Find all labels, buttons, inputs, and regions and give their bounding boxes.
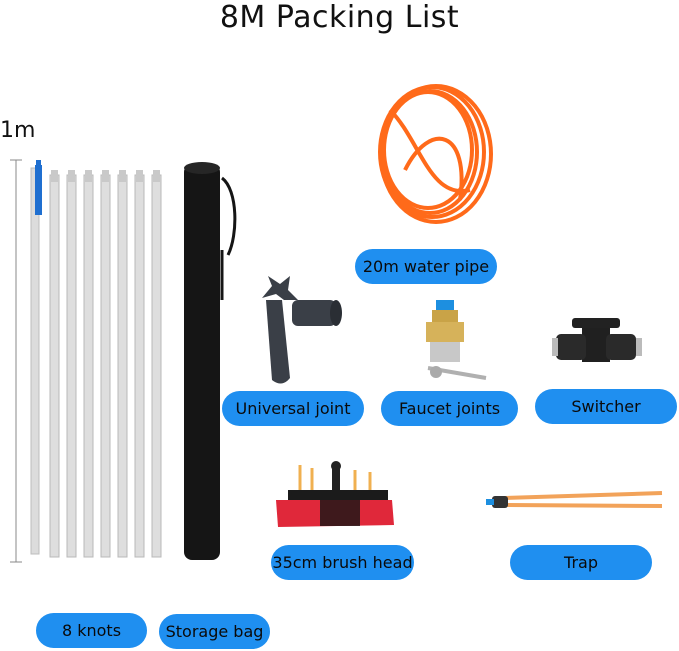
water-pipe-label: 20m water pipe	[355, 249, 497, 284]
scale-label: 1m	[0, 118, 36, 143]
switcher-label: Switcher	[535, 389, 677, 424]
storage-bag-image	[184, 162, 237, 560]
universal-joint-image	[262, 276, 342, 384]
pole-sections	[30, 160, 162, 558]
faucet-joint-image	[426, 300, 487, 380]
page-title: 8M Packing List	[219, 0, 460, 35]
water-pipe-image	[378, 84, 493, 224]
trap-image	[486, 491, 663, 508]
faucet-joints-label: Faucet joints	[381, 391, 518, 426]
storage-bag-label: Storage bag	[159, 614, 270, 649]
brush-head-image	[276, 461, 394, 527]
knots-label: 8 knots	[36, 613, 147, 648]
trap-label: Trap	[510, 545, 652, 580]
switcher-image	[552, 318, 642, 362]
scale-ruler	[10, 159, 22, 563]
brush-head-label: 35cm brush head	[271, 545, 414, 580]
universal-joint-label: Universal joint	[222, 391, 364, 426]
